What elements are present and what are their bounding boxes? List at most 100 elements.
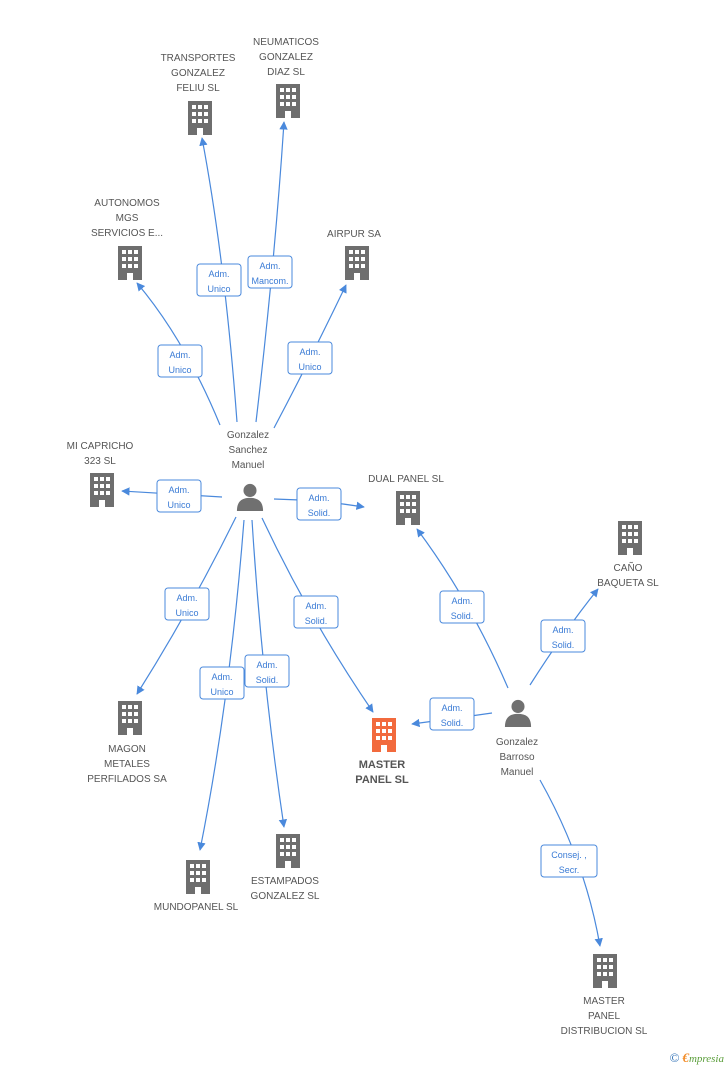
relation-label-text: Solid. [305,616,328,626]
relation-label-box [540,844,598,878]
edges-layer [121,121,603,947]
person-icon [236,483,264,511]
node-label: DIAZ SL [267,67,305,78]
node-label: NEUMATICOS [253,37,319,48]
node-label: Gonzalez [227,430,269,441]
node-airpur[interactable]: AIRPUR SA [327,229,381,280]
node-label: MASTER [359,759,406,771]
node-label: FELIU SL [176,83,220,94]
node-label: CAÑO [614,561,643,574]
brand-e: € [682,1050,689,1065]
relation-label-text: Adm. [211,672,232,682]
relation-label-e14: Consej. , Secr. [540,844,598,878]
relation-label-box [244,654,290,688]
relation-label-e2: Adm.Mancom. [247,255,293,289]
person-icon [504,699,532,727]
relation-label-e11: Adm. Solid. [439,590,485,624]
node-label: DUAL PANEL SL [368,474,444,485]
relation-label-text: Secr. [559,865,580,875]
building-icon [396,491,420,525]
node-label: MASTER [583,996,625,1007]
relation-label-text: Adm. [256,660,277,670]
relation-label-e8: Adm. Unico [199,666,245,700]
relation-label-e10: Adm. Solid. [293,595,339,629]
node-label: PERFILADOS SA [87,774,167,785]
node-label: Barroso [499,752,534,763]
building-icon [188,101,212,135]
relation-label-text: Solid. [451,611,474,621]
node-label: Manuel [501,767,534,778]
relation-label-text: Unico [210,687,233,697]
relation-label-text: Unico [168,365,191,375]
relation-label-e3: Adm. Unico [157,344,203,378]
relation-label-text: Unico [298,362,321,372]
empresia-logo: ©€mpresia [670,1050,724,1066]
relation-label-text: Adm. [451,596,472,606]
node-label: PANEL [588,1011,620,1022]
relation-label-text: Adm. [299,347,320,357]
node-label: MAGON [108,744,146,755]
relation-label-text: Solid. [552,640,575,650]
node-masterpanel[interactable]: MASTER PANEL SL [355,718,409,786]
relation-label-text: Adm. [552,625,573,635]
relation-label-e1: Adm.Unico [196,263,242,297]
node-label: MUNDOPANEL SL [154,902,239,913]
relation-label-box [157,344,203,378]
node-label: ESTAMPADOS [251,876,319,887]
node-label: AIRPUR SA [327,229,381,240]
relation-label-text: Adm. [169,350,190,360]
relation-label-box [196,263,242,297]
relation-label-text: Adm. [305,601,326,611]
relation-label-box [199,666,245,700]
node-label: 323 SL [84,456,116,467]
relation-label-box [429,697,475,731]
node-label: SERVICIOS E... [91,228,163,239]
relation-label-box [156,479,202,513]
relation-label-e5: Adm.Unico [156,479,202,513]
node-label: Manuel [232,460,265,471]
relation-label-box [164,587,210,621]
relation-label-text: Adm. [308,493,329,503]
relation-label-e6: Adm.Solid. [296,487,342,521]
node-label: METALES [104,759,150,770]
relation-label-e12: Adm. Solid. [540,619,586,653]
node-label: Gonzalez [496,737,538,748]
relation-label-box [540,619,586,653]
brand-name: mpresia [688,1053,724,1065]
node-label: PANEL SL [355,774,409,786]
relation-label-e4: Adm. Unico [287,341,333,375]
node-micapricho[interactable]: MI CAPRICHO 323 SL [67,441,134,507]
relation-label-e13: Adm. Solid. [429,697,475,731]
node-magon[interactable]: MAGON METALES PERFILADOS SA [87,701,167,785]
node-label: MGS [116,213,139,224]
relation-label-text: Adm. [176,593,197,603]
building-icon [593,954,617,988]
copyright-symbol: © [669,1050,680,1065]
relation-label-text: Unico [175,608,198,618]
node-label: Sanchez [229,445,268,456]
building-icon [118,701,142,735]
relation-label-text: Unico [167,500,190,510]
node-dualpanel[interactable]: DUAL PANEL SL [368,474,444,525]
relation-label-text: Solid. [256,675,279,685]
relation-label-text: Solid. [441,718,464,728]
node-label: TRANSPORTES [161,53,236,64]
relation-label-e9: Adm. Solid. [244,654,290,688]
building-icon [618,521,642,555]
node-mundopanel[interactable]: MUNDOPANEL SL [154,860,239,913]
relation-label-text: Adm. [259,261,280,271]
relation-label-text: Adm. [441,703,462,713]
relation-labels-layer: Adm.UnicoAdm.Mancom.Adm.UnicoAdm.UnicoAd… [156,255,598,878]
node-label: MI CAPRICHO [67,441,134,452]
relation-label-text: Consej. , [551,850,587,860]
